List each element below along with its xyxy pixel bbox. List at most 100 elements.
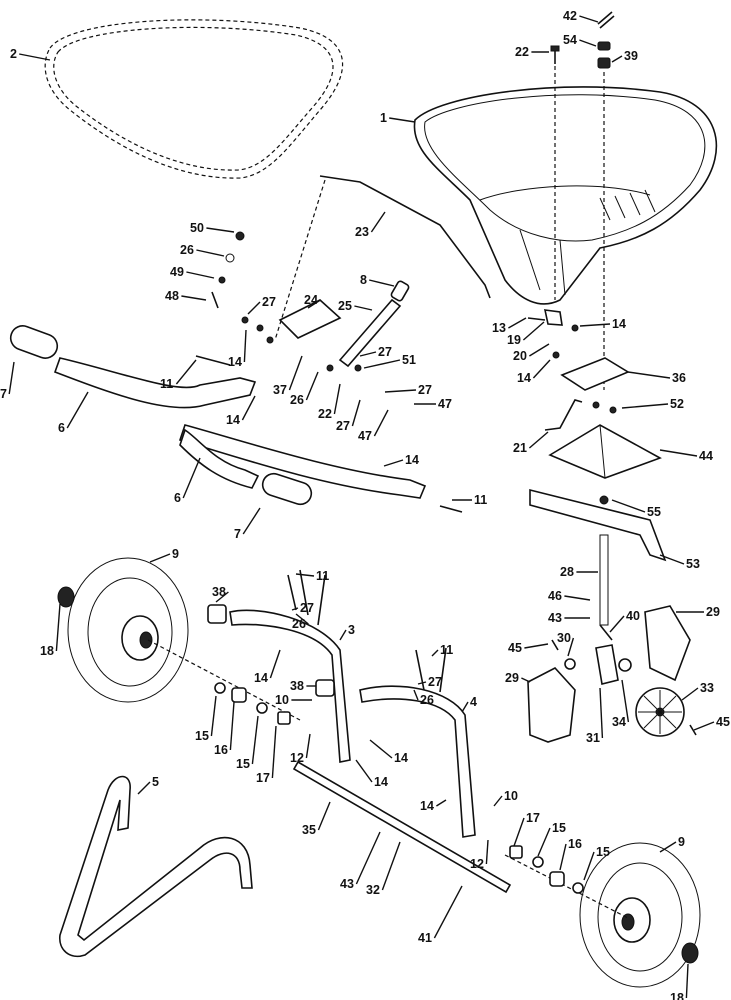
callout-10: 10: [504, 789, 518, 803]
callout-14: 14: [226, 413, 240, 427]
part-frame-legs: [207, 569, 476, 838]
leader-line-15: [210, 695, 217, 737]
callout-51: 51: [402, 353, 416, 367]
leader-line-21: [528, 431, 549, 449]
callout-13: 13: [492, 321, 506, 335]
callout-55: 55: [647, 505, 661, 519]
callout-9: 9: [172, 547, 179, 561]
leader-line-41: [433, 885, 463, 939]
leader-line-39: [611, 55, 623, 63]
leader-line-11: [295, 573, 315, 577]
leader-line-18: [55, 603, 61, 652]
callout-27: 27: [336, 419, 350, 433]
callout-17: 17: [526, 811, 540, 825]
leader-line-48: [181, 295, 207, 301]
part-axle-hardware-left: [147, 639, 301, 725]
callout-26: 26: [420, 693, 434, 707]
part-gate-control: [211, 231, 410, 372]
callout-38: 38: [290, 679, 304, 693]
callout-43: 43: [548, 611, 562, 625]
leader-line-46: [564, 595, 591, 601]
callout-12: 12: [470, 857, 484, 871]
leader-line-24: [307, 299, 321, 309]
leader-line-50: [206, 227, 235, 233]
leader-line-37: [288, 355, 303, 391]
leader-line-11: [175, 359, 197, 385]
callout-leader-lines: [8, 15, 715, 999]
leader-line-13: [508, 317, 527, 329]
leader-line-26: [413, 689, 419, 701]
callout-27: 27: [418, 383, 432, 397]
leader-line-34: [621, 679, 630, 723]
callout-34: 34: [612, 715, 626, 729]
callout-46: 46: [548, 589, 562, 603]
leader-line-14: [383, 459, 404, 467]
leader-line-3: [339, 629, 347, 641]
callout-30: 30: [557, 631, 571, 645]
callout-31: 31: [586, 731, 600, 745]
leader-line-2: [19, 53, 51, 61]
callout-3: 3: [348, 623, 355, 637]
callout-45: 45: [508, 641, 522, 655]
callout-47: 47: [358, 429, 372, 443]
leader-line-27: [417, 681, 427, 685]
leader-line-17: [513, 817, 525, 847]
callout-20: 20: [513, 349, 527, 363]
leader-line-27: [384, 389, 417, 393]
leader-line-20: [529, 343, 550, 357]
leader-line-26: [305, 371, 319, 401]
leader-line-16: [559, 843, 567, 871]
callout-27: 27: [300, 601, 314, 615]
callout-16: 16: [214, 743, 228, 757]
callout-17: 17: [256, 771, 270, 785]
part-wheel-left: [67, 557, 189, 703]
part-cover-gasket: [44, 19, 344, 179]
callout-54: 54: [563, 33, 577, 47]
leader-line-27: [291, 607, 299, 611]
callout-11: 11: [474, 493, 487, 507]
callout-26: 26: [292, 617, 306, 631]
callout-38: 38: [212, 585, 226, 599]
part-top-hardware: [550, 11, 615, 390]
callout-10: 10: [275, 693, 289, 707]
callout-5: 5: [152, 775, 159, 789]
leader-line-51: [363, 359, 401, 369]
callout-26: 26: [180, 243, 194, 257]
leader-line-15: [251, 715, 259, 765]
callout-4: 4: [470, 695, 477, 709]
leader-line-30: [567, 637, 575, 657]
leader-line-7: [242, 507, 261, 535]
leader-line-4: [461, 701, 469, 713]
leader-line-35: [317, 801, 331, 831]
callout-27: 27: [428, 675, 442, 689]
leader-line-25: [354, 305, 373, 311]
callout-1: 1: [380, 111, 387, 125]
part-wheel-right: [579, 842, 701, 988]
leader-line-19: [522, 321, 545, 341]
callout-14: 14: [405, 453, 419, 467]
callout-48: 48: [165, 289, 179, 303]
callout-29: 29: [505, 671, 519, 685]
leader-line-45: [693, 721, 715, 731]
leader-line-14: [369, 739, 393, 759]
callout-53: 53: [686, 557, 700, 571]
leader-line-5: [137, 781, 151, 795]
leader-line-16: [229, 701, 235, 751]
leader-line-11: [431, 649, 439, 657]
leader-line-12: [305, 733, 311, 759]
leader-line-55: [611, 499, 646, 513]
leader-line-8: [369, 279, 395, 287]
callout-14: 14: [517, 371, 531, 385]
callout-14: 14: [394, 751, 408, 765]
callout-36: 36: [672, 371, 686, 385]
leader-line-15: [583, 851, 595, 881]
leader-line-47: [373, 409, 389, 437]
leader-line-17: [271, 725, 277, 779]
leader-line-18: [685, 963, 689, 999]
callout-8: 8: [360, 273, 367, 287]
callout-42: 42: [563, 9, 577, 23]
callout-35: 35: [302, 823, 316, 837]
leader-line-14: [269, 649, 281, 679]
callout-21: 21: [513, 441, 527, 455]
callout-2: 2: [10, 47, 17, 61]
